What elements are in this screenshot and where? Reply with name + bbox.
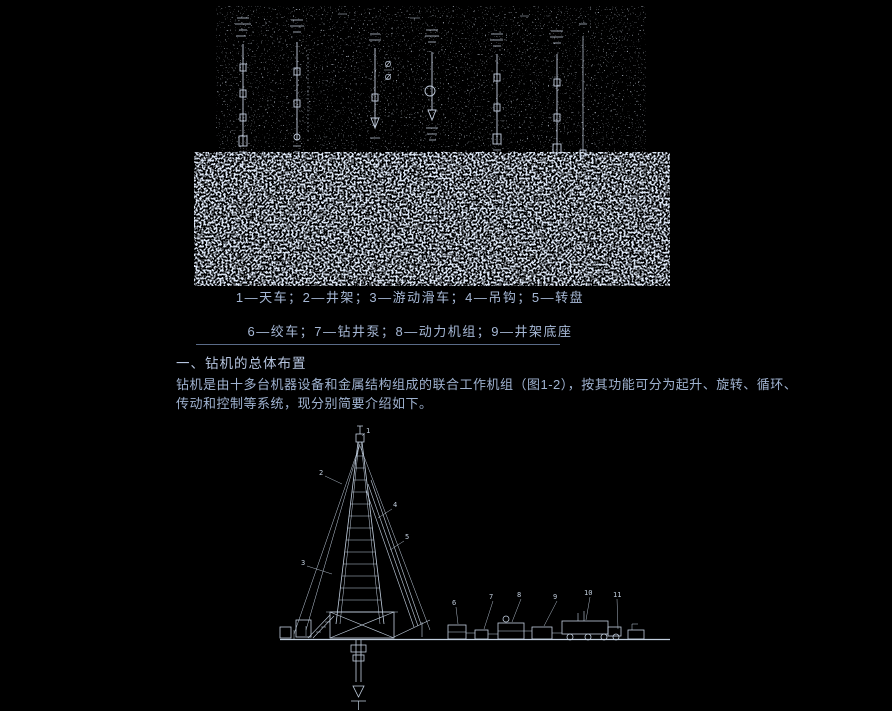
callout-5: 5 [405, 533, 409, 541]
callout-3: 3 [301, 559, 305, 567]
surface-equipment [447, 611, 645, 641]
pipe-ramp [365, 479, 431, 638]
callout-2: 2 [319, 469, 323, 477]
callout-10: 10 [584, 589, 592, 597]
wellhead-and-bit [350, 640, 367, 710]
drill-string-assemblies-figure [194, 6, 670, 286]
callout-6: 6 [452, 599, 456, 607]
schematic-columns [235, 13, 587, 157]
callout-1: 1 [366, 427, 370, 435]
callout-9: 9 [553, 593, 557, 601]
mast [335, 441, 385, 625]
callout-7: 7 [489, 593, 493, 601]
callout-leaders [306, 432, 619, 630]
substructure [279, 611, 398, 639]
callout-11: 11 [613, 591, 621, 599]
callout-numbers: 1 2 3 4 5 6 7 8 9 10 11 [301, 427, 621, 607]
drilling-rig-layout-figure: 1 2 3 4 5 6 7 8 9 10 11 [279, 425, 670, 710]
power-truck [561, 611, 622, 641]
section-paragraph: 钻机是由十多台机器设备和金属结构组成的联合工作机组（图1-2），按其功能可分为起… [176, 377, 798, 411]
crown-block [355, 425, 365, 443]
figure-caption-line-1: 1—天车；2—井架；3—游动滑车；4—吊钩；5—转盘 [235, 290, 585, 305]
callout-8: 8 [517, 591, 521, 599]
callout-4: 4 [393, 501, 397, 509]
guy-wires [293, 443, 431, 639]
speckle-overlay [216, 6, 646, 152]
section-heading: 一、钻机的总体布置 [176, 356, 307, 371]
figure-caption-line-2: 6—绞车；7—钻井泵；8—动力机组；9—井架底座 [247, 324, 573, 339]
halftone-band [194, 152, 670, 286]
caption-underline-rule [196, 344, 560, 345]
